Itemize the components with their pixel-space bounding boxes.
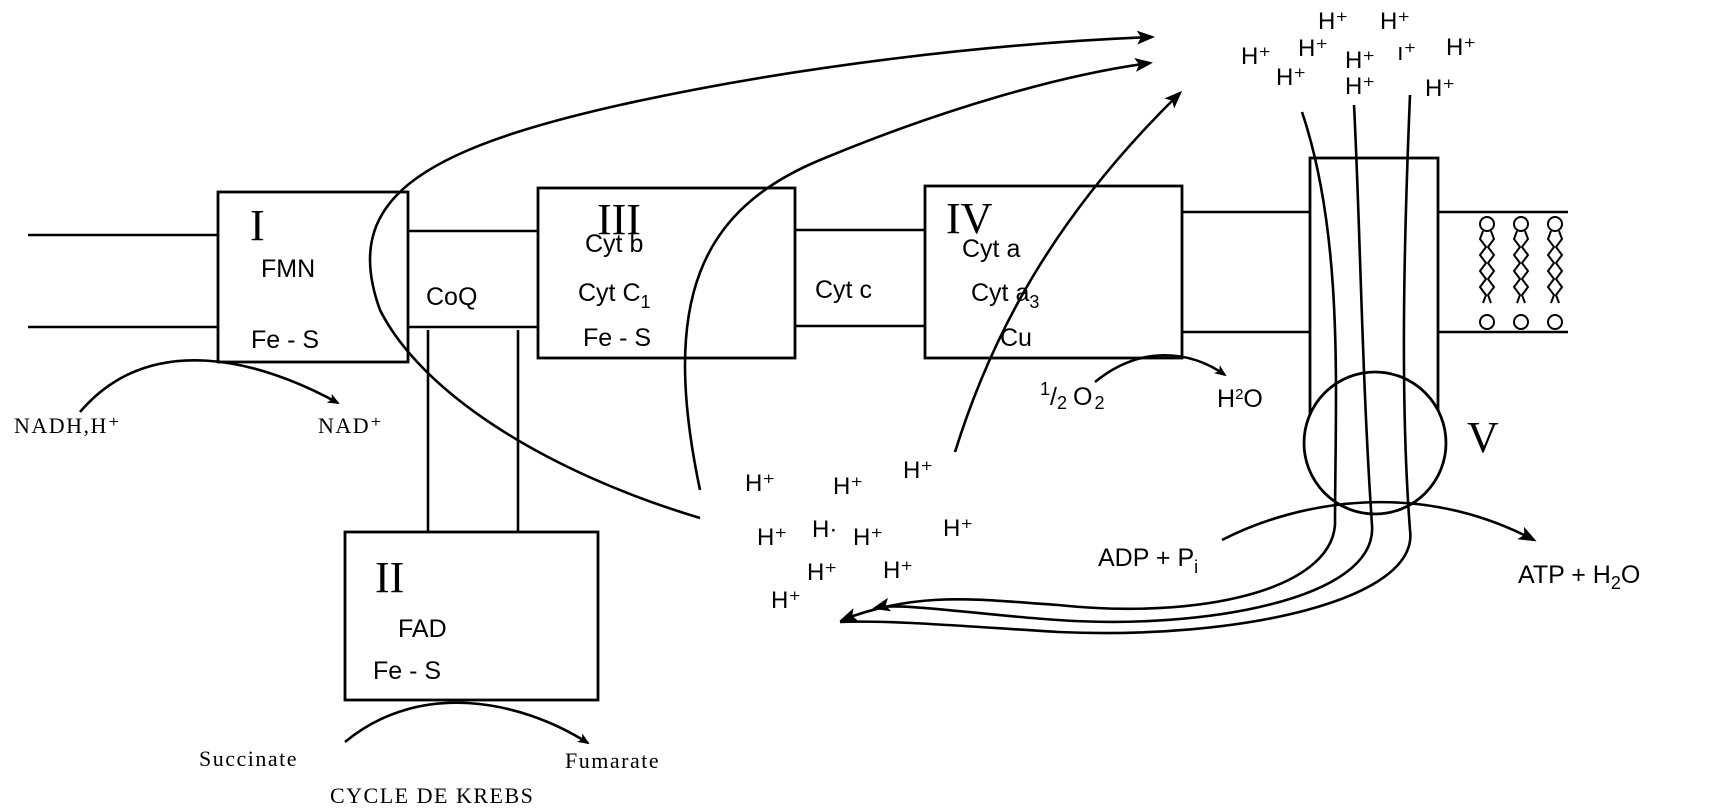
complex-iii-box (538, 188, 795, 358)
atp-h2o-label: ATP + H2O (1518, 561, 1640, 593)
fumarate-label: Fumarate (565, 748, 660, 773)
krebs-cycle-label: CYCLE DE KREBS (330, 783, 534, 808)
proton-top: H⁺ (1345, 73, 1375, 100)
proton-bottom: H⁺ (771, 587, 801, 614)
complex-iii-fes: Fe - S (583, 324, 651, 352)
complex-ii-label: II (375, 553, 404, 602)
proton-bottom: H⁺ (745, 470, 775, 497)
proton-bottom: H⁺ (943, 515, 973, 542)
succinate-label: Succinate (199, 746, 298, 771)
adp-pi-label: ADP + Pi (1098, 544, 1198, 577)
cyt-c-label: Cyt c (815, 276, 872, 304)
nad-label: NAD⁺ (318, 413, 383, 438)
proton-bottom: H⁺ (807, 559, 837, 586)
proton-bottom: H⁺ (853, 524, 883, 551)
proton-top: H⁺ (1298, 35, 1328, 62)
matrix-protons: H⁺ H⁺ H⁺ H⁺ H· H⁺ H⁺ H⁺ H⁺ H⁺ (745, 457, 973, 614)
complex-v-label: V (1467, 413, 1499, 462)
water-product-label: H2O (1217, 385, 1263, 413)
proton-bottom: H⁺ (833, 473, 863, 500)
nadh-label: NADH,H⁺ (14, 413, 121, 438)
succinate-arrow (345, 703, 588, 743)
proton-top: H⁺ (1380, 8, 1410, 35)
complex-iii-cytb: Cyt b (585, 230, 643, 258)
proton-top: ı⁺ (1397, 39, 1416, 66)
complex-ii-fes: Fe - S (373, 657, 441, 685)
nadh-arrow (80, 360, 338, 412)
proton-top: H⁺ (1425, 75, 1455, 102)
complex-v-head (1304, 372, 1446, 514)
complex-iv-cyta: Cyt a (962, 235, 1020, 263)
lipid-bilayer (1480, 217, 1562, 329)
complex-iv-cu: Cu (1000, 324, 1032, 352)
proton-bottom: H· (812, 516, 837, 543)
complex-i-fmn: FMN (261, 255, 315, 283)
complex-i-label: I (250, 201, 265, 250)
proton-top: H⁺ (1446, 34, 1476, 61)
proton-top: H⁺ (1276, 64, 1306, 91)
proton-bottom: H⁺ (903, 457, 933, 484)
proton-bottom: H⁺ (757, 524, 787, 551)
proton-top: H⁺ (1241, 43, 1271, 70)
intermembrane-protons: H⁺ H⁺ H⁺ H⁺ H⁺ ı⁺ H⁺ H⁺ H⁺ H⁺ (1241, 8, 1476, 102)
complex-i-fes: Fe - S (251, 326, 319, 354)
complex-ii-fad: FAD (398, 615, 447, 643)
proton-bottom: H⁺ (883, 557, 913, 584)
proton-top: H⁺ (1318, 8, 1348, 35)
proton-top: H⁺ (1345, 47, 1375, 74)
coq-label: CoQ (426, 283, 477, 311)
